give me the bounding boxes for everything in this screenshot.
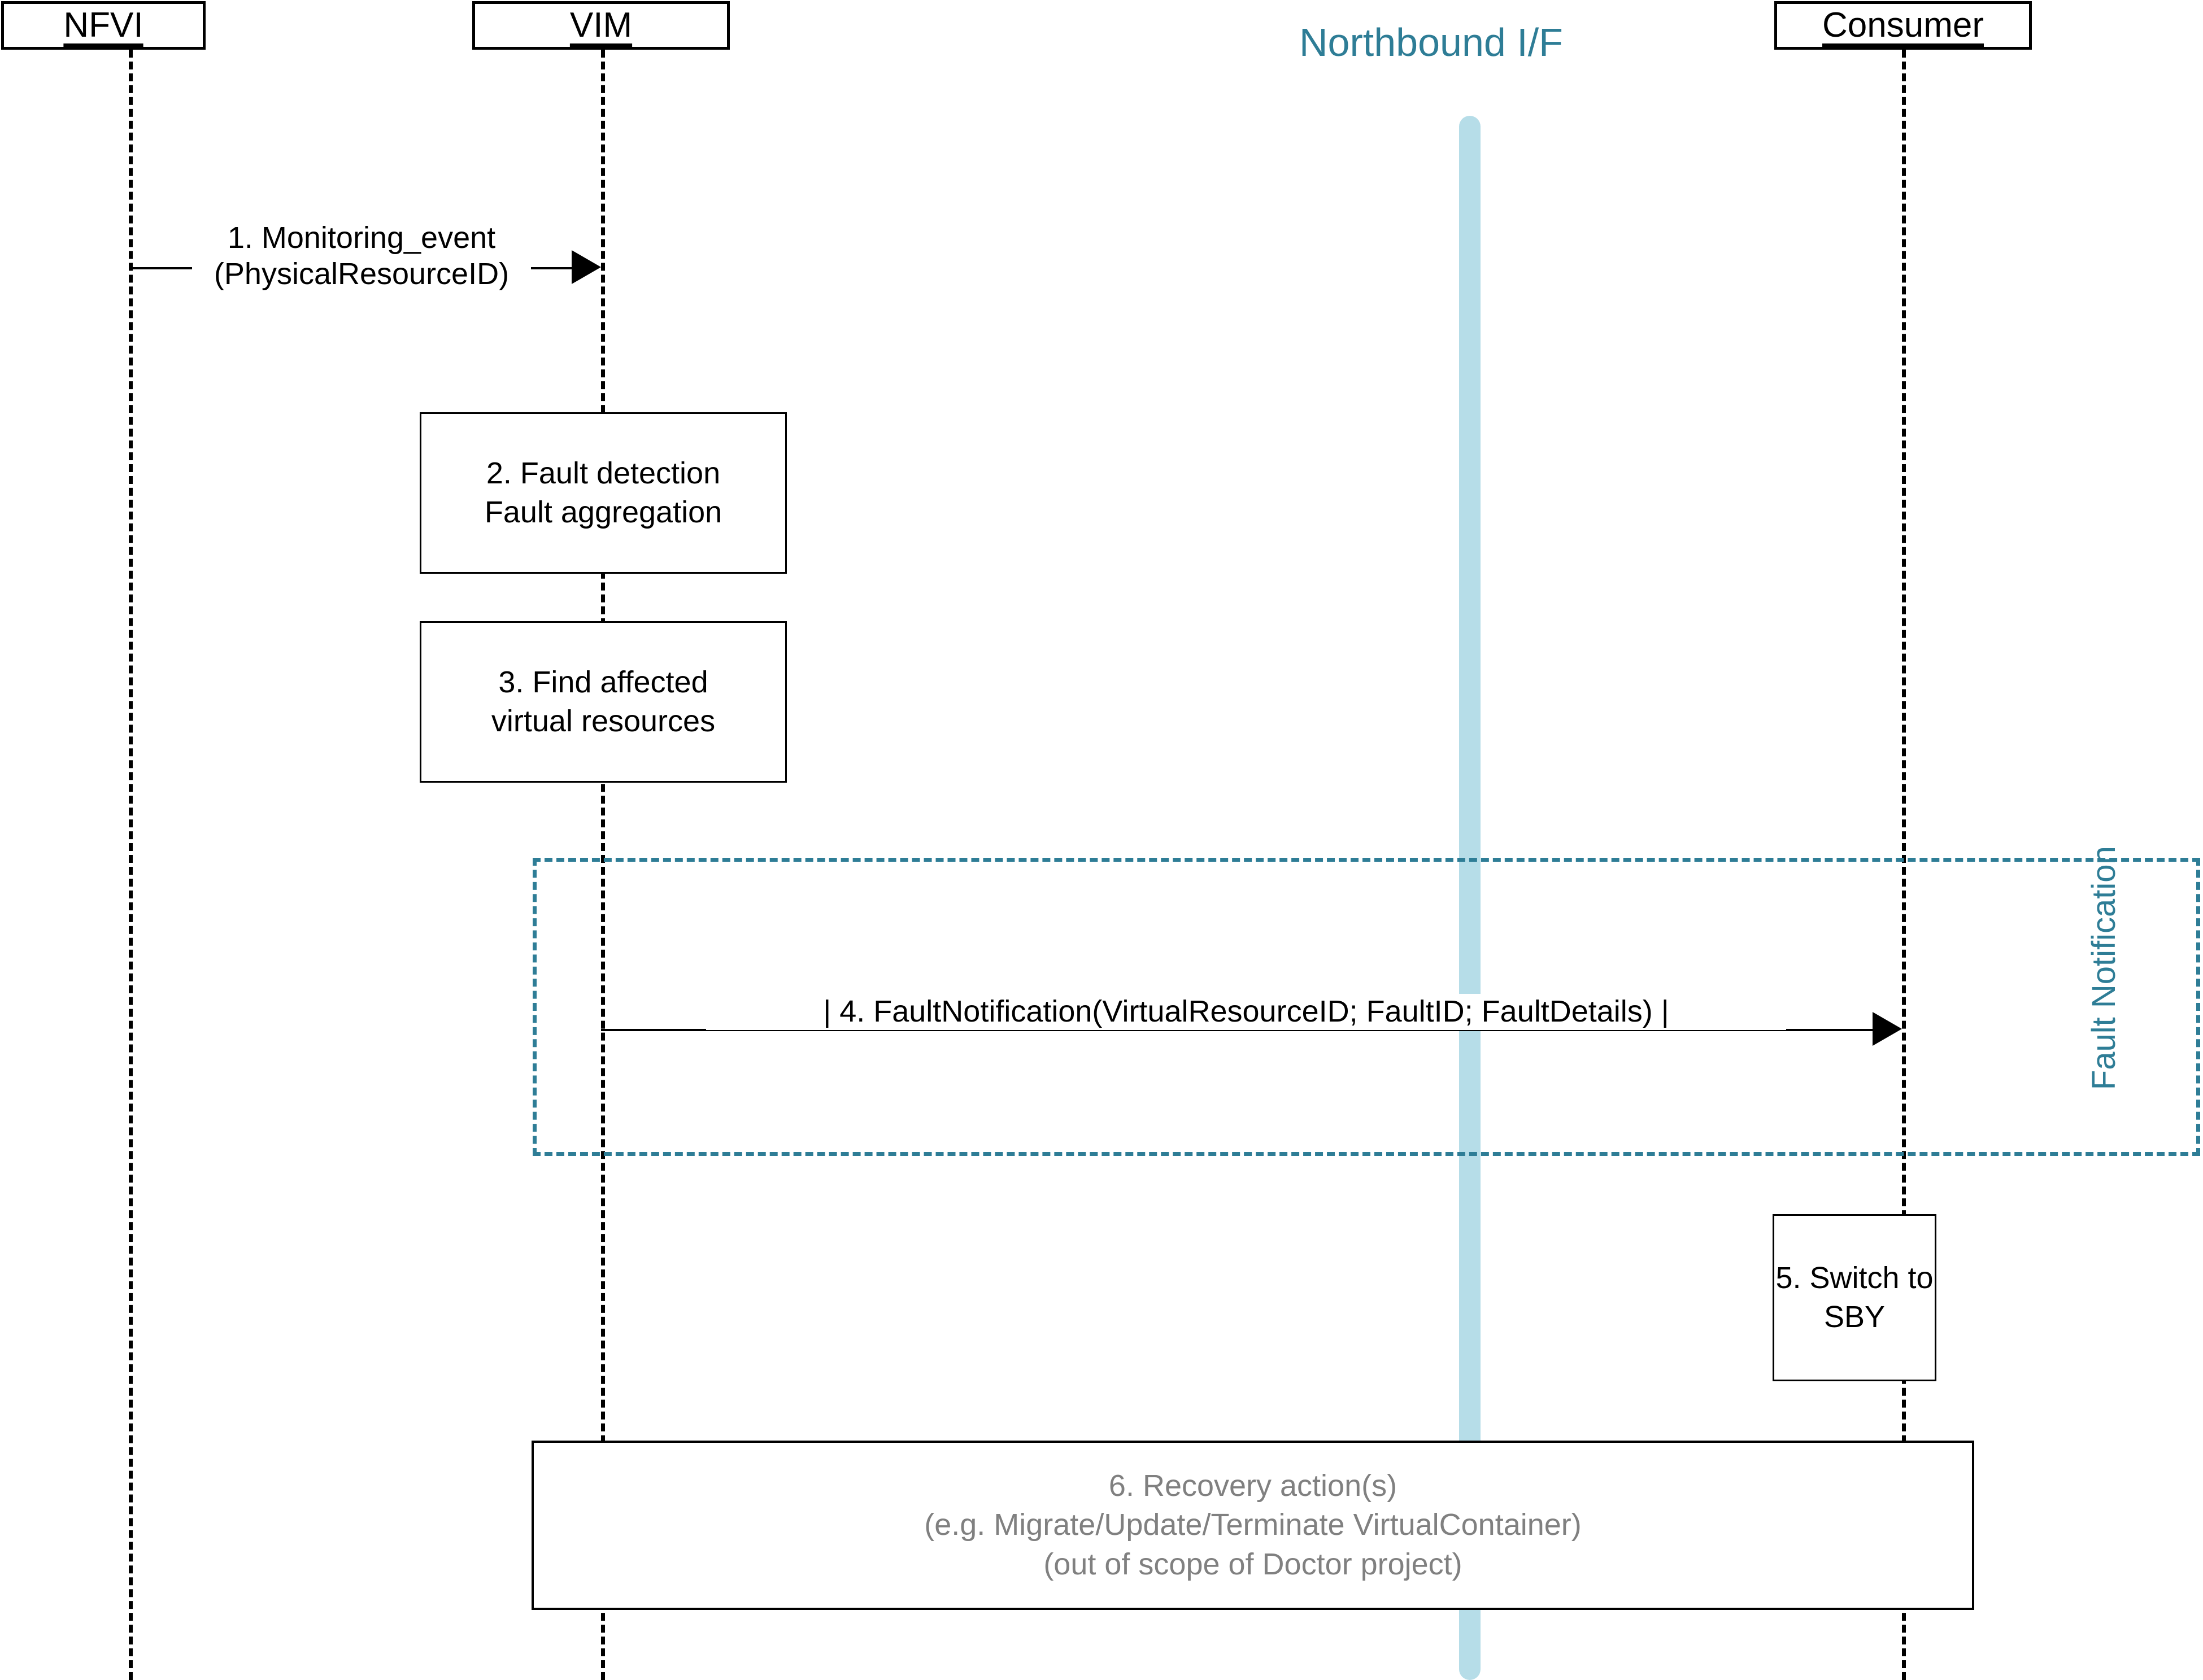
message-1-arrowhead: [572, 250, 601, 284]
message-4-label: | 4. FaultNotification(VirtualResourceID…: [706, 994, 1786, 1030]
fault-notification-fragment-label: Fault Notification: [2085, 838, 2123, 1098]
activity-box-3-line-1: 3. Find affected: [498, 665, 708, 699]
activity-box-2-line-1: 2. Fault detection: [486, 456, 721, 490]
northbound-interface-title: Northbound I/F: [1299, 20, 1563, 64]
activity-box-3-line-2: virtual resources: [491, 704, 716, 738]
lifeline-vim: [601, 50, 605, 1680]
activity-box-6-line-2: (e.g. Migrate/Update/Terminate VirtualCo…: [924, 1508, 1582, 1542]
activity-box-2-line-2: Fault aggregation: [484, 495, 722, 529]
fragment-label-text: Fault Notification: [2085, 846, 2122, 1090]
participant-consumer-label: Consumer: [1822, 6, 1984, 45]
northbound-interface-bar: [1459, 116, 1481, 1680]
participant-nfvi-label: NFVI: [63, 6, 143, 45]
participant-consumer[interactable]: Consumer: [1774, 1, 2032, 50]
activity-box-2-fault-detection[interactable]: 2. Fault detection Fault aggregation: [420, 412, 787, 574]
activity-box-5-line-1: 5. Switch to: [1775, 1260, 1934, 1295]
message-4-arrowhead: [1873, 1012, 1902, 1046]
message-4-label-line-1: | 4. FaultNotification(VirtualResourceID…: [823, 994, 1669, 1028]
fault-notification-fragment: [533, 858, 2200, 1156]
activity-box-5-line-2: SBY: [1823, 1300, 1886, 1334]
activity-box-5-switch-to-sby[interactable]: 5. Switch to SBY: [1773, 1214, 1936, 1381]
participant-vim-label: VIM: [569, 6, 633, 45]
activity-box-6-line-1: 6. Recovery action(s): [1108, 1469, 1397, 1503]
message-4-line: [601, 1029, 1876, 1031]
lifeline-nfvi: [129, 50, 133, 1680]
participant-nfvi[interactable]: NFVI: [1, 1, 206, 50]
lifeline-consumer: [1902, 50, 1906, 1680]
message-1-label-line-2: (PhysicalResourceID): [214, 256, 510, 291]
activity-box-6-recovery-actions[interactable]: 6. Recovery action(s) (e.g. Migrate/Upda…: [532, 1441, 1974, 1610]
activity-box-3-find-affected-resources[interactable]: 3. Find affected virtual resources: [420, 621, 787, 783]
message-1-label: 1. Monitoring_event (PhysicalResourceID): [192, 220, 531, 293]
activity-box-6-line-3: (out of scope of Doctor project): [1043, 1547, 1462, 1581]
message-1-label-line-1: 1. Monitoring_event: [227, 221, 496, 255]
participant-vim[interactable]: VIM: [472, 1, 730, 50]
